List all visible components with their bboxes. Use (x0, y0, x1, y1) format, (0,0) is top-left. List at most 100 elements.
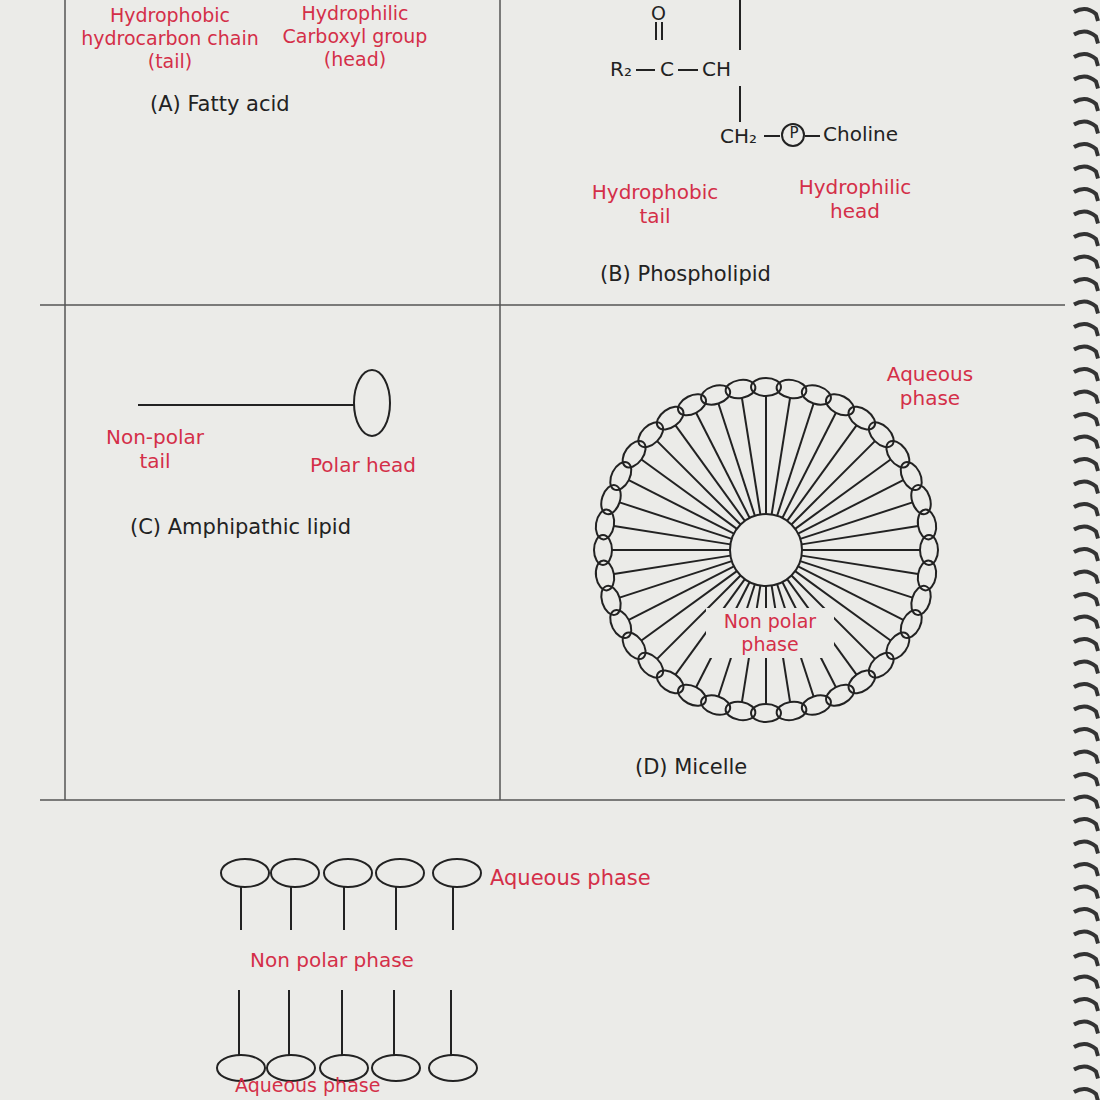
spiral-loop (1074, 819, 1098, 831)
atom-label: R₂ (610, 57, 640, 81)
callout-label: Aqueous phase (235, 1074, 435, 1097)
lipid-tail (452, 887, 454, 930)
spiral-loop (1074, 549, 1098, 561)
spiral-loop (1074, 841, 1098, 853)
lipid-tail (657, 441, 740, 524)
spiral-loop (1074, 1044, 1098, 1056)
atom-label: CH₂ (720, 124, 764, 148)
spiral-loop (1074, 144, 1098, 156)
callout-label: Hydrophobic hydrocarbon chain (tail) (70, 4, 270, 72)
lipid-head (675, 680, 710, 710)
figure-caption: (A) Fatty acid (150, 92, 350, 117)
lipid-tail (620, 502, 732, 538)
lipid-tail (802, 549, 920, 551)
spiral-loop (1074, 706, 1098, 718)
callout-label: Non polar phase (250, 948, 450, 972)
spiral-loop (1074, 391, 1098, 403)
atom-label: P (786, 124, 802, 142)
spiral-loop (1074, 999, 1098, 1011)
lipid-head (376, 859, 424, 887)
spiral-loop (1074, 166, 1098, 178)
lipid-head (618, 628, 650, 663)
lipid-head (823, 680, 858, 710)
lipid-head (433, 859, 481, 887)
spiral-loop (1074, 774, 1098, 786)
spiral-loop (1074, 931, 1098, 943)
lipid-tail (800, 561, 912, 597)
lipid-head (653, 402, 688, 434)
lipid-tail (343, 887, 345, 930)
spiral-loop (1074, 504, 1098, 516)
lipid-tail (238, 990, 240, 1056)
callout-label: Aqueous phase (490, 866, 690, 891)
spiral-loop (1074, 864, 1098, 876)
spiral-loop (1074, 121, 1098, 133)
spiral-loop (1074, 279, 1098, 291)
lipid-head (634, 418, 668, 452)
lipid-tail (802, 526, 919, 544)
spiral-loop (1074, 234, 1098, 246)
figure-caption: (B) Phospholipid (600, 262, 820, 287)
spiral-loop (1074, 31, 1098, 43)
lipid-head (896, 607, 926, 642)
lipid-head (882, 628, 914, 663)
atom-label: O (651, 2, 671, 25)
lipid-tail (800, 502, 912, 538)
figure-caption: (C) Amphipathic lipid (130, 515, 410, 540)
lipid-head (882, 437, 914, 472)
lipid-tail (718, 404, 754, 516)
micelle-figure (594, 378, 938, 722)
lipid-head (618, 437, 650, 472)
bilayer-figure (217, 859, 481, 1081)
spiral-loop (1074, 526, 1098, 538)
lipid-tail (288, 990, 290, 1056)
spiral-loop (1074, 301, 1098, 313)
lipid-head (864, 648, 898, 682)
page-grid (40, 0, 1065, 800)
callout-label: Polar head (310, 453, 440, 477)
lipid-head (324, 859, 372, 887)
spiral-loop (1074, 1021, 1098, 1033)
lipid-tail (393, 990, 395, 1056)
lipid-head (606, 607, 636, 642)
lipid-tail (614, 526, 731, 544)
lipid-tail (696, 413, 750, 518)
spiral-loop (1074, 1089, 1098, 1100)
spiral-loop (1074, 571, 1098, 583)
lipid-head (653, 666, 688, 698)
spiral-loop (1074, 751, 1098, 763)
spiral-loop (1074, 211, 1098, 223)
callout-label: Non-polar tail (90, 425, 220, 473)
lipid-tail (450, 990, 452, 1056)
atom-label: C (660, 57, 680, 81)
lipid-tail (787, 425, 856, 520)
lipid-head (429, 1055, 477, 1081)
lipid-head (823, 390, 858, 420)
lipid-head (675, 390, 710, 420)
lipid-tail (620, 561, 732, 597)
lipid-head (221, 859, 269, 887)
spiral-loop (1074, 189, 1098, 201)
spiral-loop (1074, 459, 1098, 471)
spiral-loop (1074, 909, 1098, 921)
spiral-loop (1074, 256, 1098, 268)
lipid-head (916, 508, 938, 540)
figure-caption: (D) Micelle (635, 755, 835, 780)
lipid-tail (614, 556, 731, 574)
lipid-tail (341, 990, 343, 1056)
lipid-tail (791, 441, 874, 524)
lipid-head (844, 402, 879, 434)
spiral-loop (1074, 99, 1098, 111)
callout-label: Hydrophobic tail (580, 180, 730, 228)
lipid-tail (802, 556, 919, 574)
spiral-loop (1074, 481, 1098, 493)
spiral-loop (1074, 661, 1098, 673)
spiral-loop (1074, 796, 1098, 808)
spiral-loop (1074, 639, 1098, 651)
spiral-loop (1074, 594, 1098, 606)
spiral-loop (1074, 436, 1098, 448)
callout-label: Hydrophilic Carboxyl group (head) (265, 2, 445, 70)
spiral-loop (1074, 729, 1098, 741)
spiral-loop (1074, 346, 1098, 358)
lipid-tail (777, 404, 813, 516)
